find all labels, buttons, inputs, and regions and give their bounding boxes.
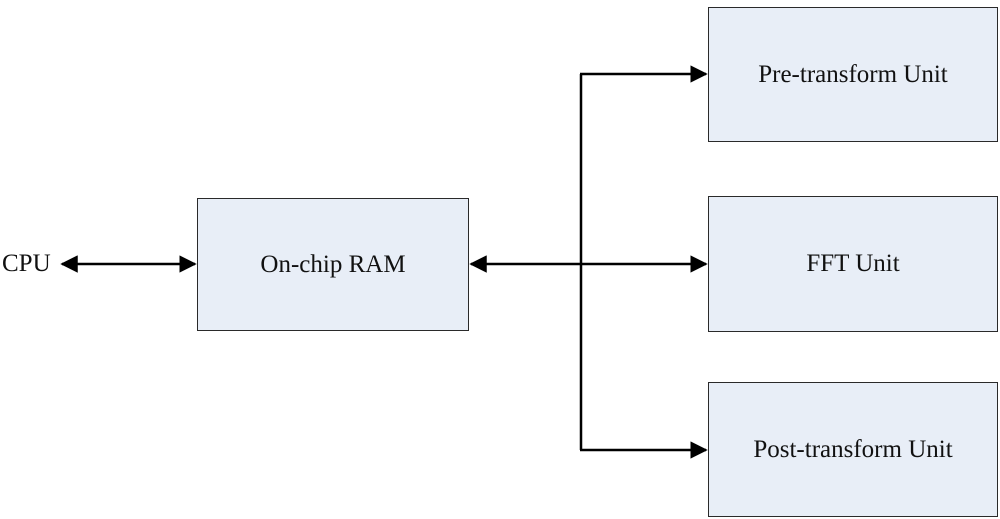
on-chip-ram-label: On-chip RAM — [260, 250, 406, 278]
pre-transform-unit-block: Pre-transform Unit — [708, 7, 998, 142]
on-chip-ram-block: On-chip RAM — [197, 198, 469, 331]
cpu-label: CPU — [2, 250, 51, 277]
fft-unit-label: FFT Unit — [806, 250, 900, 277]
pre-transform-unit-label: Pre-transform Unit — [758, 60, 948, 88]
post-transform-unit-block: Post-transform Unit — [708, 382, 998, 517]
post-transform-unit-label: Post-transform Unit — [753, 435, 953, 463]
fft-unit-block: FFT Unit — [708, 196, 998, 332]
